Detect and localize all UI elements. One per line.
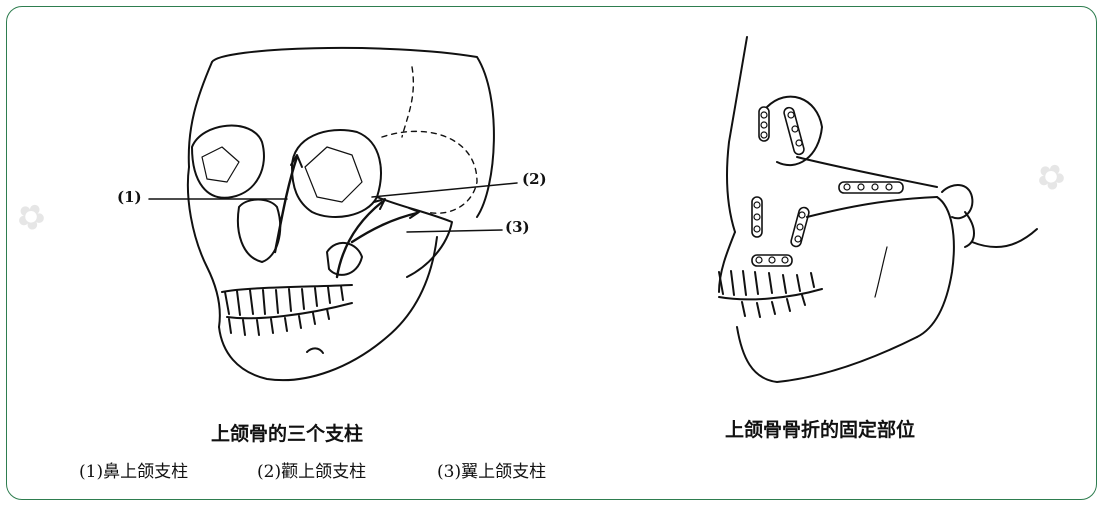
fixation-illustration (718, 36, 1038, 383)
figure-frame: ✿ ✿ (6, 6, 1097, 500)
legend-item-1: (1)鼻上颌支柱 (79, 462, 189, 482)
callout-label-2: (2) (522, 170, 547, 188)
callout-label-1: (1) (117, 188, 142, 206)
left-figure-title: 上颌骨的三个支柱 (211, 423, 364, 445)
figure-drawings (148, 36, 1038, 383)
legend-item-2: (2)颧上颌支柱 (257, 462, 367, 482)
right-figure-title: 上颌骨骨折的固定部位 (725, 419, 916, 441)
callout-label-3: (3) (505, 218, 530, 236)
legend-item-3: (3)翼上颌支柱 (437, 462, 547, 482)
skull-illustration (148, 46, 518, 382)
